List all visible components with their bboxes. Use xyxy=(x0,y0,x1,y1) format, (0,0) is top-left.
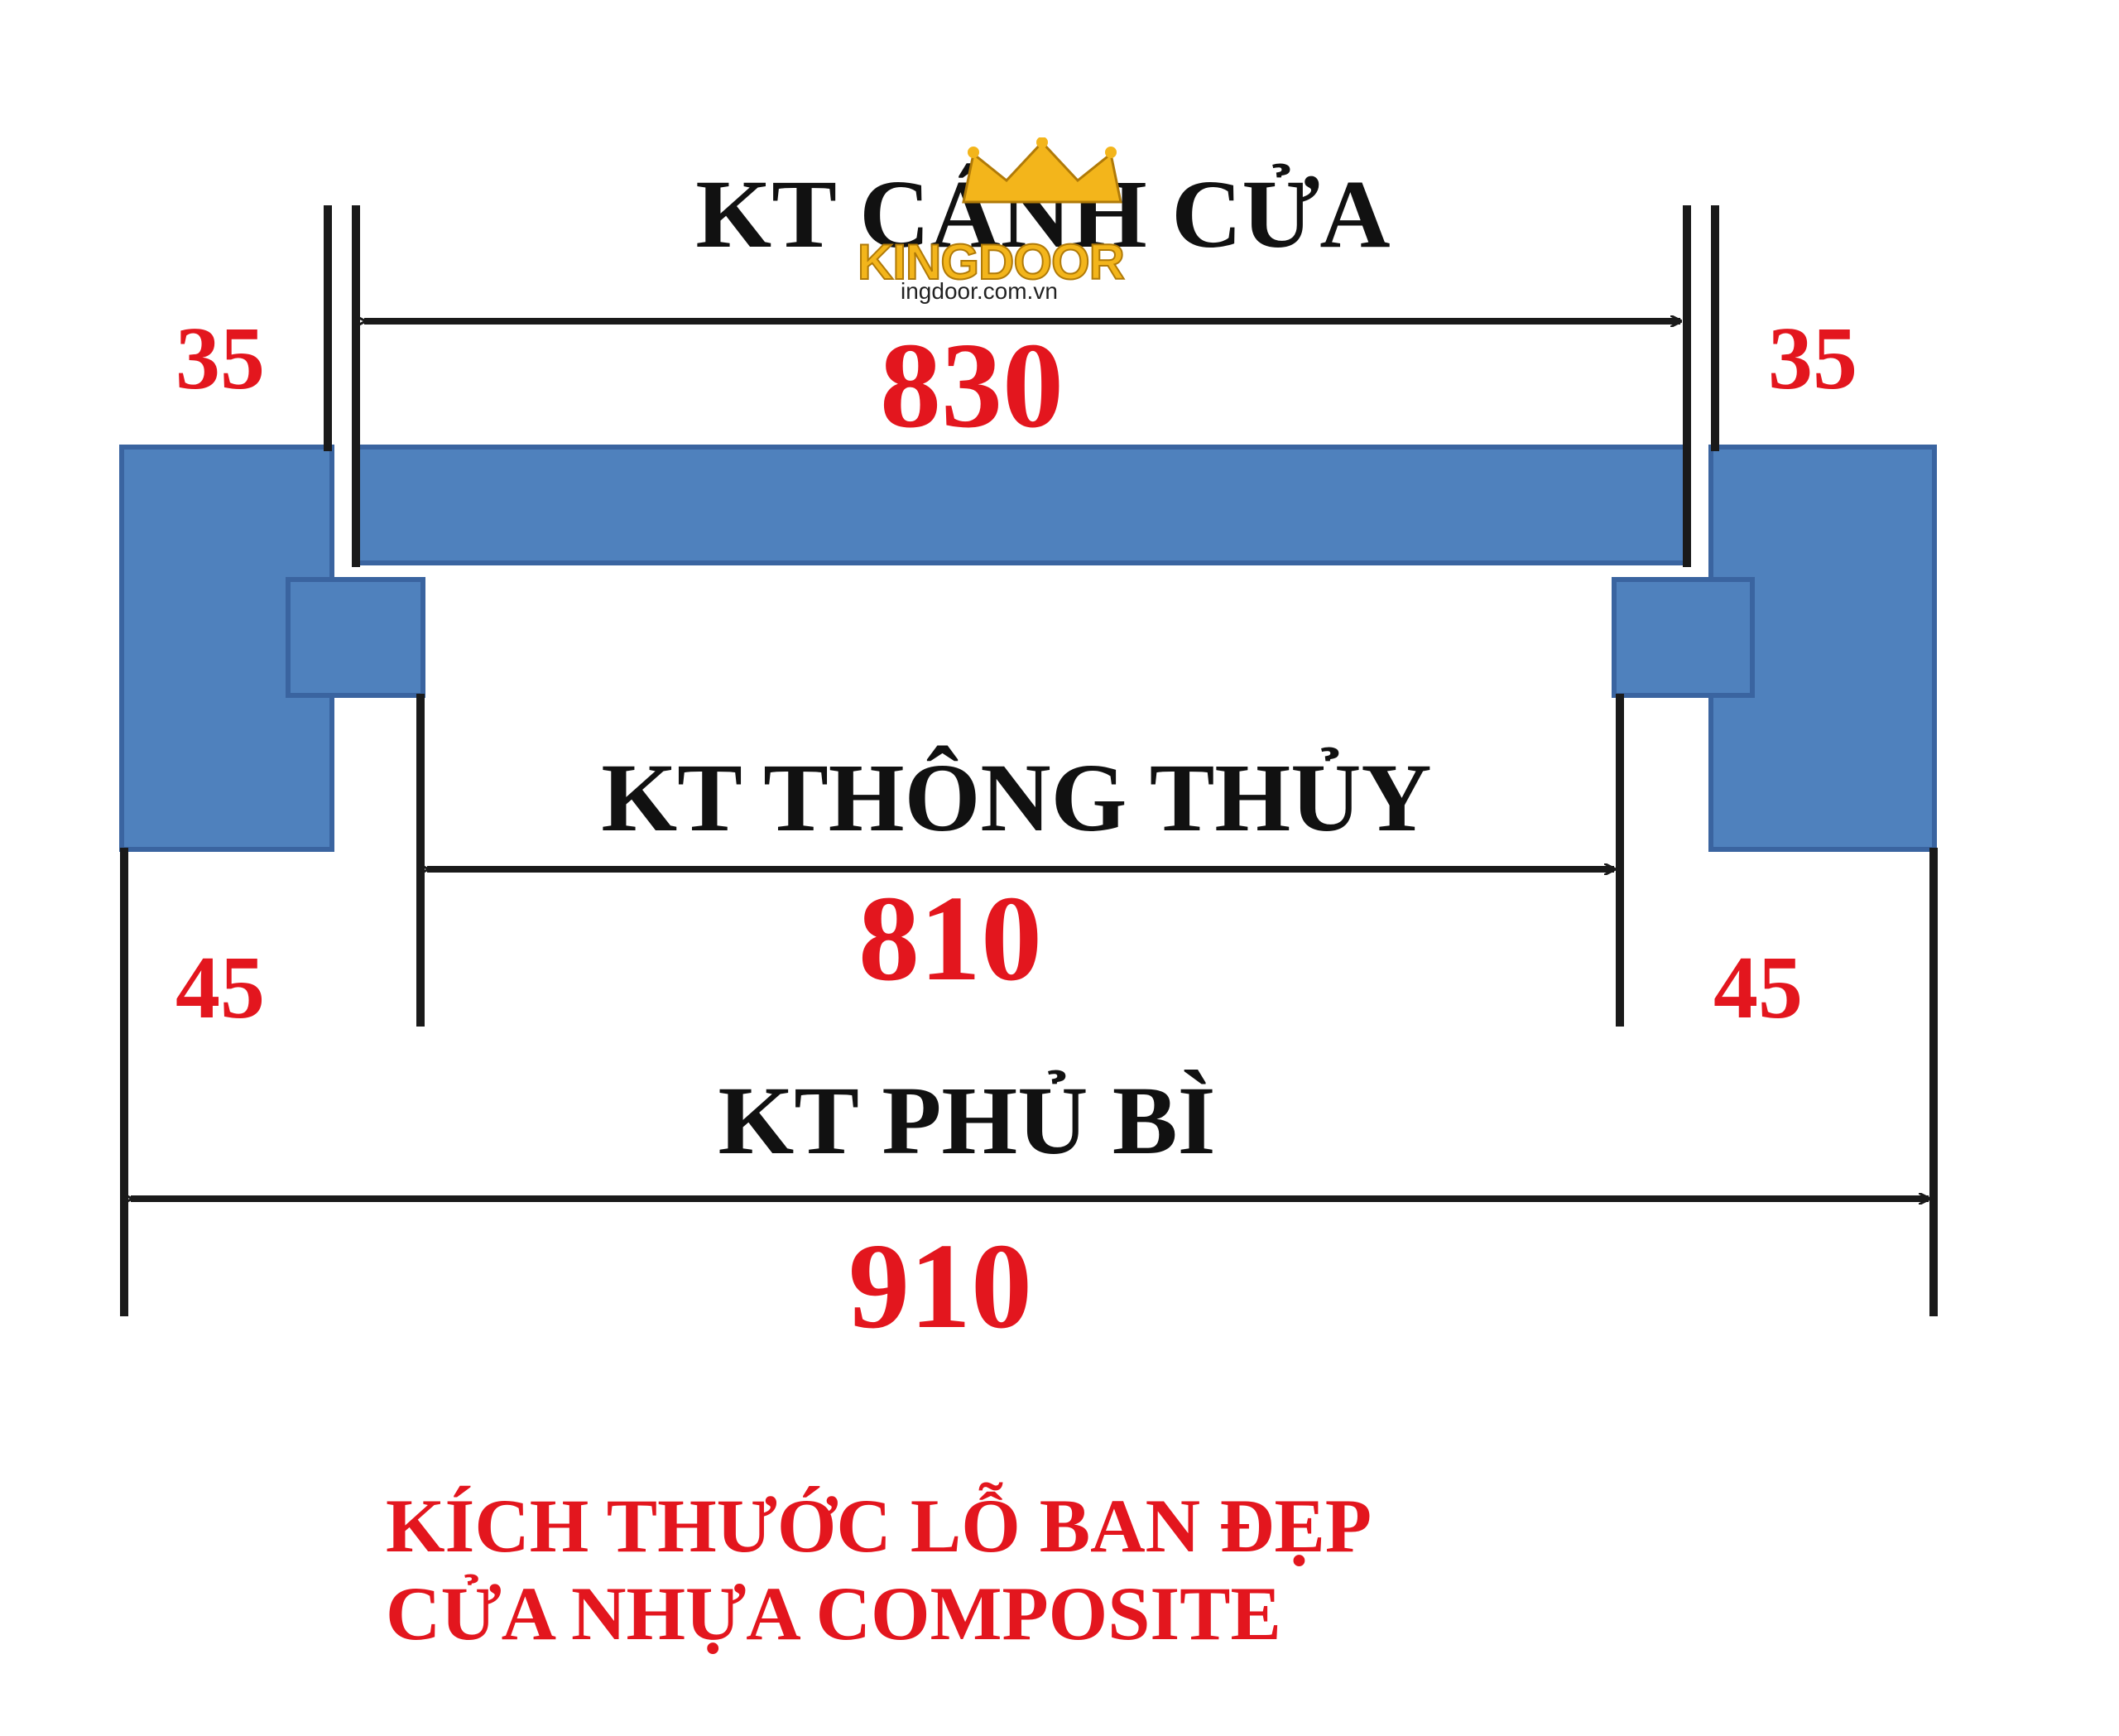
door-leaf-value: 830 xyxy=(880,318,1064,454)
clear-opening-value: 810 xyxy=(858,871,1042,1007)
crown-icon xyxy=(962,137,1122,204)
clear-opening-heading: KT THÔNG THỦY xyxy=(601,743,1432,852)
extension-lines xyxy=(120,205,1938,1316)
kingdoor-logo: KINGDOOR ingdoor.com.vn xyxy=(857,137,1205,304)
left-stop-profile xyxy=(286,577,425,698)
logo-brand-text: KINGDOOR xyxy=(857,233,1126,291)
right-jamb-value: 45 xyxy=(1713,939,1803,1037)
door-leaf-profile xyxy=(355,445,1688,565)
caption-line-2: CỬA NHỰA COMPOSITE xyxy=(386,1571,1281,1656)
right-stop-profile xyxy=(1612,577,1755,698)
right-rebate-value: 35 xyxy=(1768,310,1857,408)
caption-line-1: KÍCH THƯỚC LỖ BAN ĐẸP xyxy=(386,1484,1372,1568)
left-rebate-value: 35 xyxy=(175,310,265,408)
logo-url-text: ingdoor.com.vn xyxy=(901,278,1058,304)
overall-heading: KT PHỦ BÌ xyxy=(718,1066,1216,1175)
left-jamb-value: 45 xyxy=(175,939,265,1037)
overall-value: 910 xyxy=(848,1219,1032,1354)
